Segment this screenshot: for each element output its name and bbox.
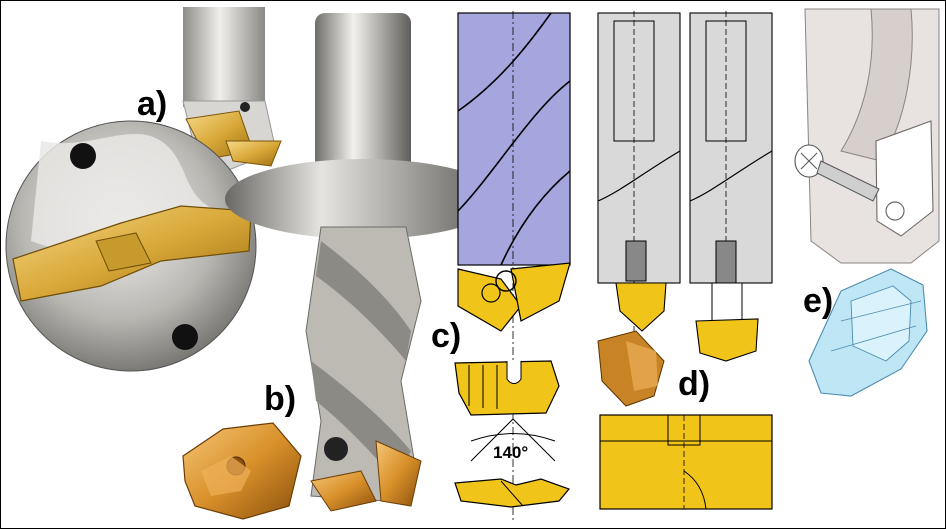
blue-drill-body xyxy=(457,12,571,266)
helix-line-2 xyxy=(457,80,571,212)
panel-b-illustration xyxy=(182,13,461,520)
panel-e-illustration xyxy=(794,8,940,397)
tip-insert-right xyxy=(375,440,422,507)
d-body-left xyxy=(597,12,681,284)
tip-insert-left xyxy=(310,470,377,512)
blue-insert-face xyxy=(850,285,912,362)
drill-flute-1 xyxy=(316,241,411,361)
insert-screw-c xyxy=(495,270,517,292)
d-seat-right xyxy=(711,282,743,324)
tip-insert-left-c xyxy=(457,268,522,332)
panel-a-illustration xyxy=(5,7,282,372)
holder-hole xyxy=(885,201,905,221)
panel-d-drawing xyxy=(586,1,786,528)
insert-screw-c2 xyxy=(481,283,501,303)
panel-c-drawing xyxy=(441,1,591,528)
panel-c-illustration xyxy=(454,11,571,521)
coolant-hole-bottom xyxy=(172,324,198,350)
d-head-curve xyxy=(683,470,707,510)
coolant-hole-top xyxy=(70,143,96,169)
d-tip-left xyxy=(615,282,667,332)
label-b: b) xyxy=(264,380,297,418)
panel-d-illustration xyxy=(597,11,773,510)
d-helix-left xyxy=(597,150,681,202)
drill-shank xyxy=(315,13,411,183)
d-screw-right xyxy=(715,240,737,284)
small-drill-screw xyxy=(240,102,250,112)
blue-insert-edge-1 xyxy=(840,300,922,322)
blue-insert-edge-2 xyxy=(830,325,917,352)
label-e: e) xyxy=(803,282,834,320)
drill-flange xyxy=(225,159,461,239)
helix-line-3 xyxy=(500,170,571,266)
insert-notch xyxy=(506,361,522,384)
screw-slot-2 xyxy=(800,152,818,170)
insert-chipbreaker xyxy=(95,232,152,272)
label-c: c) xyxy=(431,317,462,355)
tip-insert-right-c xyxy=(510,262,571,322)
panel-a-drill-tip-photo xyxy=(1,1,291,381)
d-loose-head-facet xyxy=(626,341,658,391)
insert-bottom-line xyxy=(500,480,524,507)
label-a: a) xyxy=(137,85,168,123)
angle-label: 140° xyxy=(493,443,529,462)
small-drill-shank xyxy=(183,7,265,107)
panel-b-drill-photo xyxy=(171,1,461,528)
drill-screw xyxy=(324,437,348,461)
angle-leg-right xyxy=(512,418,556,462)
angle-leg-left xyxy=(470,418,514,462)
insert-side-view xyxy=(454,360,560,416)
angle-arc xyxy=(470,433,556,442)
small-drill-insert-2 xyxy=(225,140,282,167)
label-d: d) xyxy=(678,365,711,403)
holder-pocket xyxy=(875,120,934,237)
d-screw-left xyxy=(625,240,647,282)
d-head-drawing xyxy=(599,414,773,510)
clamp-screw-thread xyxy=(816,160,880,202)
loose-insert-facet xyxy=(201,456,251,496)
panel-e-drawing xyxy=(781,1,945,528)
d-tip-right xyxy=(695,318,759,362)
d-body-right xyxy=(689,12,773,284)
d-helix-right xyxy=(689,150,773,202)
